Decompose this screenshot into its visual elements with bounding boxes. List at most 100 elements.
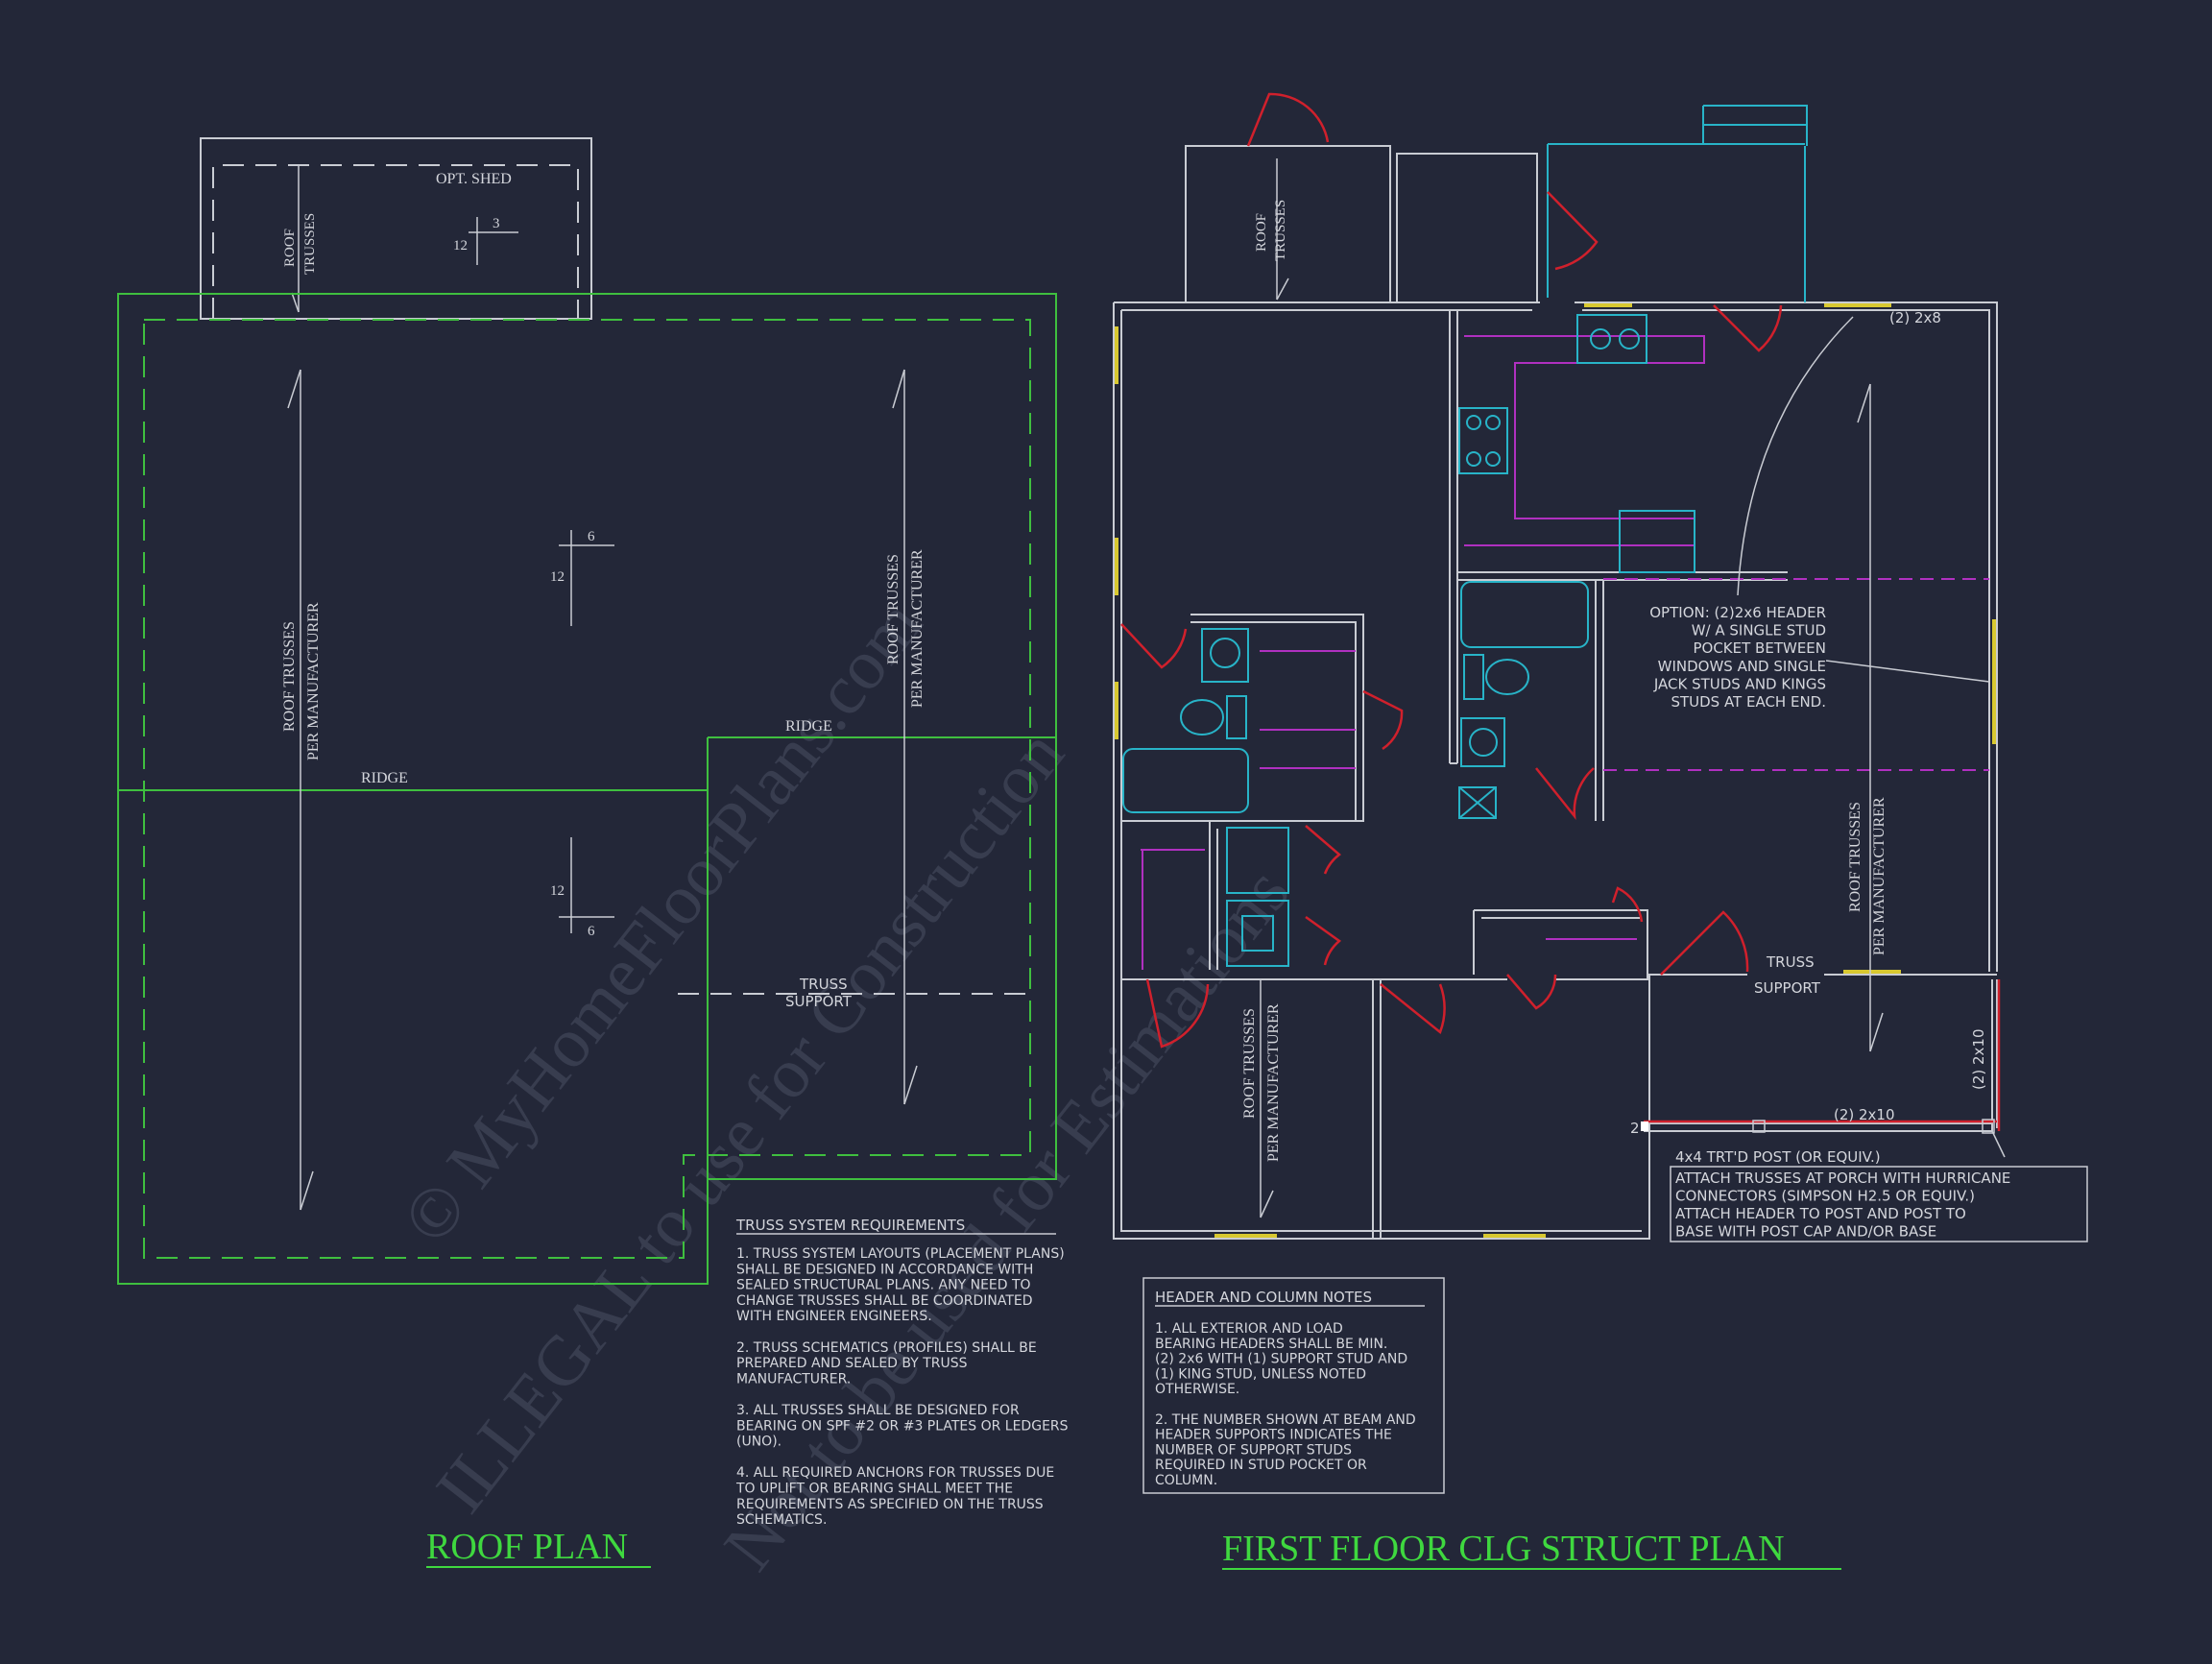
door-bath [1362, 689, 1404, 751]
porch-note-line-1: ATTACH TRUSSES AT PORCH WITH HURRICANE [1675, 1170, 2010, 1187]
porch-note-line-4: BASE WITH POST CAP AND/OR BASE [1675, 1223, 1936, 1241]
door-laundry [1535, 767, 1595, 820]
truss-note-line-8: PREPARED AND SEALED BY TRUSS [736, 1356, 968, 1371]
header-note-line-4: (1) KING STUD, UNLESS NOTED [1155, 1366, 1366, 1382]
door-entry-closet [1506, 974, 1557, 1010]
shed-label: OPT. SHED [436, 171, 512, 187]
doors [1120, 92, 1783, 1049]
tub-master [1460, 581, 1589, 648]
upper-pitch-rise: 6 [588, 529, 595, 544]
header-note-line-2: BEARING HEADERS SHALL BE MIN. [1155, 1337, 1387, 1352]
lower-pitch-rise: 6 [588, 924, 595, 939]
truss-notes-heading: TRUSS SYSTEM REQUIREMENTS [735, 1217, 965, 1234]
truss-note-line-3: SEALED STRUCTURAL PLANS. ANY NEED TO [736, 1278, 1031, 1293]
kitchen-counter [1464, 335, 1705, 546]
option-leader-right [1825, 660, 1990, 683]
header-top-label: (2) 2x8 [1889, 309, 1941, 326]
porch-beam-label: (2) 2x10 [1834, 1106, 1895, 1123]
option-note-line-2: W/ A SINGLE STUD [1692, 622, 1826, 639]
kitchen-wall [1449, 310, 1458, 764]
right-trusses-label-2: PER MANUFACTURER [909, 549, 926, 708]
truss-support-label-1: TRUSS [799, 976, 848, 993]
door-porch [1660, 910, 1749, 976]
shed-outline [200, 137, 592, 320]
right-trusses-label-2: PER MANUFACTURER [1871, 797, 1887, 955]
post-leader [1991, 1130, 2006, 1158]
option-note-line-1: OPTION: (2)2x6 HEADER [1649, 604, 1826, 621]
water-heater [1458, 786, 1497, 819]
truss-notes-body: 1. TRUSS SYSTEM LAYOUTS (PLACEMENT PLANS… [735, 1246, 1069, 1528]
door-closet-2 [1305, 915, 1342, 966]
top-trusses-label-2: TRUSSES [1273, 200, 1288, 261]
truss-note-line-12: BEARING ON SPF #2 OR #3 PLATES OR LEDGER… [736, 1418, 1069, 1434]
option-note-line-3: POCKET BETWEEN [1693, 639, 1826, 657]
ridge-main-label: RIDGE [361, 770, 408, 786]
post-marker-left [1641, 1121, 1648, 1131]
ceiling-plan: ROOF TRUSSES [1113, 92, 2088, 1570]
baths [1122, 581, 1637, 970]
option-note-line-6: STUDS AT EACH END. [1671, 693, 1826, 711]
refrigerator [1619, 510, 1695, 573]
left-trusses-label-1: ROOF TRUSSES [281, 621, 298, 732]
header-notes-box [1142, 1277, 1445, 1494]
kitchen [1458, 314, 1705, 573]
truss-note-line-15: 4. ALL REQUIRED ANCHORS FOR TRUSSES DUE [736, 1465, 1054, 1481]
header-note-line-10: REQUIRED IN STUD POCKET OR [1155, 1458, 1367, 1473]
ceiling-plan-title: FIRST FLOOR CLG STRUCT PLAN [1222, 1529, 1785, 1569]
porch-beam [1644, 979, 1993, 1132]
truss-note-line-11: 3. ALL TRUSSES SHALL BE DESIGNED FOR [736, 1403, 1020, 1418]
watermark-line-1: © MyHomeFloorPlans.com [388, 586, 938, 1259]
hall-bath-walls [1190, 614, 1364, 822]
truss-note-line-4: CHANGE TRUSSES SHALL BE COORDINATED [736, 1293, 1033, 1309]
truss-support-label-2: SUPPORT [785, 993, 853, 1010]
truss-note-line-5: WITH ENGINEER ENGINEERS. [736, 1309, 932, 1324]
truss-note-line-2: SHALL BE DESIGNED IN ACCORDANCE WITH [736, 1262, 1033, 1277]
hall-shelves [1260, 650, 1356, 769]
truss-note-line-7: 2. TRUSS SCHEMATICS (PROFILES) SHALL BE [736, 1340, 1037, 1356]
door-bed-2 [1380, 983, 1446, 1035]
dryer [1226, 900, 1289, 967]
header-notes-heading: HEADER AND COLUMN NOTES [1155, 1289, 1372, 1306]
door-hall [1120, 623, 1188, 669]
left-trusses-label-2: PER MANUFACTURER [305, 602, 322, 760]
header-notes: HEADER AND COLUMN NOTES 1. ALL EXTERIOR … [1142, 1277, 1445, 1494]
entry-closet [1473, 909, 1648, 979]
header-note-line-9: NUMBER OF SUPPORT STUDS [1155, 1442, 1352, 1458]
truss-notes: TRUSS SYSTEM REQUIREMENTS 1. TRUSS SYSTE… [735, 1217, 1069, 1528]
shed-wall-dashed [212, 164, 579, 319]
post-note: 4x4 TRT'D POST (OR EQUIV.) [1675, 1148, 1881, 1166]
post-marker-mid [1752, 1120, 1766, 1133]
cooktop [1458, 407, 1508, 474]
bedroom-walls [1121, 978, 1649, 1239]
header-note-line-8: HEADER SUPPORTS INDICATES THE [1155, 1428, 1392, 1443]
porch-note-line-3: ATTACH HEADER TO POST AND POST TO [1675, 1205, 1966, 1222]
bottom-trusses-label-2: PER MANUFACTURER [1265, 1003, 1282, 1162]
truss-note-line-17: REQUIREMENTS AS SPECIFIED ON THE TRUSS [736, 1497, 1044, 1512]
upper-pitch-run: 12 [550, 569, 565, 585]
porch-side-header-label: (2) 2x10 [1970, 1028, 1987, 1090]
vanity-master [1460, 717, 1505, 767]
bottom-trusses-label-1: ROOF TRUSSES [1241, 1008, 1258, 1119]
shed-pitch-run: 12 [453, 238, 468, 253]
header-note-line-1: 1. ALL EXTERIOR AND LOAD [1155, 1321, 1343, 1337]
option-note-line-4: WINDOWS AND SINGLE [1658, 658, 1826, 675]
door-closet-1 [1305, 825, 1341, 875]
roof-outline [117, 293, 1057, 1285]
truss-note-line-13: (UNO). [736, 1435, 781, 1450]
toilet-hall [1180, 699, 1224, 736]
header-note-line-3: (2) 2x6 WITH (1) SUPPORT STUD AND [1155, 1352, 1407, 1367]
truss-note-line-9: MANUFACTURER. [736, 1371, 851, 1387]
lower-pitch-run: 12 [550, 883, 565, 899]
wall-line-dashed [143, 319, 1031, 1259]
vanity-hall [1201, 628, 1249, 683]
porch-note-line-2: CONNECTORS (SIMPSON H2.5 OR EQUIV.) [1675, 1188, 1975, 1205]
kitchen-sink [1576, 314, 1647, 364]
header-note-line-11: COLUMN. [1155, 1473, 1217, 1488]
top-trusses-label-1: ROOF [1254, 213, 1269, 252]
porch-note: ATTACH TRUSSES AT PORCH WITH HURRICANECO… [1675, 1170, 2010, 1241]
header-note-line-7: 2. THE NUMBER SHOWN AT BEAM AND [1155, 1412, 1416, 1428]
